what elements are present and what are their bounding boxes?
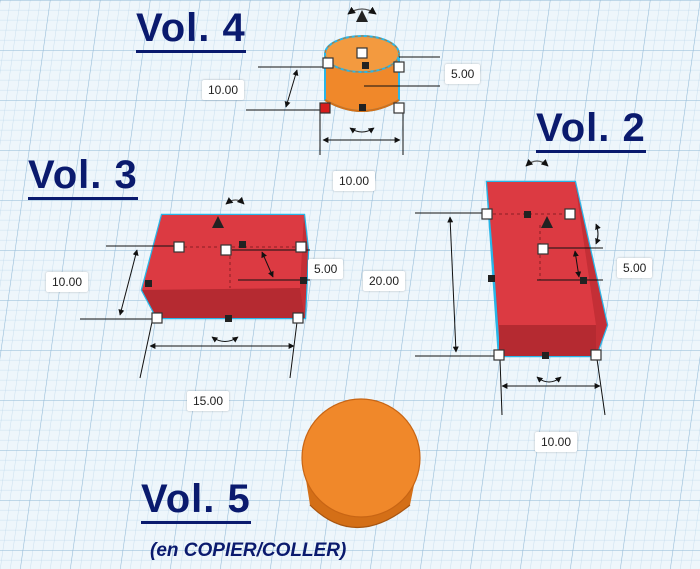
vol4-cylinder[interactable]: [324, 35, 400, 112]
vol4-handles[interactable]: [319, 47, 405, 114]
vol4-radius-value[interactable]: 5.00: [445, 64, 481, 84]
vol3-label-underline: [28, 197, 138, 200]
vol2-label-underline: [536, 150, 646, 153]
vol4-label: Vol. 4: [136, 6, 246, 53]
vol4-height-value[interactable]: 10.00: [202, 80, 245, 100]
vol2-depth-value[interactable]: 5.00: [617, 258, 653, 278]
vol2-lift-arrow-icon[interactable]: [525, 158, 553, 228]
vol2-dimension-lines: [415, 212, 606, 416]
vol2-label: Vol. 2: [536, 106, 646, 153]
vol4-lift-arrow-icon[interactable]: [347, 6, 377, 22]
vol5-label-underline: [141, 521, 251, 524]
vol3-height-value[interactable]: 10.00: [46, 272, 89, 292]
vol5-label-text: Vol. 5: [141, 477, 251, 521]
vol4-width-value[interactable]: 10.00: [333, 171, 376, 191]
vol2-handles[interactable]: [481, 208, 602, 361]
vol4-label-text: Vol. 4: [136, 6, 246, 50]
vol3-lift-arrow-icon[interactable]: [212, 196, 245, 228]
vol3-box[interactable]: [140, 213, 310, 320]
vol5-cylinder[interactable]: [301, 398, 421, 529]
vol2-label-text: Vol. 2: [536, 106, 646, 150]
vol3-handles[interactable]: [145, 241, 307, 324]
vol3-label: Vol. 3: [28, 153, 138, 200]
vol5-label: Vol. 5: [141, 477, 251, 524]
vol3-label-text: Vol. 3: [28, 153, 138, 197]
vol3-depth-value[interactable]: 5.00: [308, 259, 344, 279]
vol5-note: (en COPIER/COLLER): [150, 540, 347, 561]
vol4-dimension-lines: [246, 56, 440, 155]
vol2-height-value[interactable]: 20.00: [363, 271, 406, 291]
vol4-label-underline: [136, 50, 246, 53]
vol3-width-value[interactable]: 15.00: [187, 391, 230, 411]
vol2-width-value[interactable]: 10.00: [535, 432, 578, 452]
